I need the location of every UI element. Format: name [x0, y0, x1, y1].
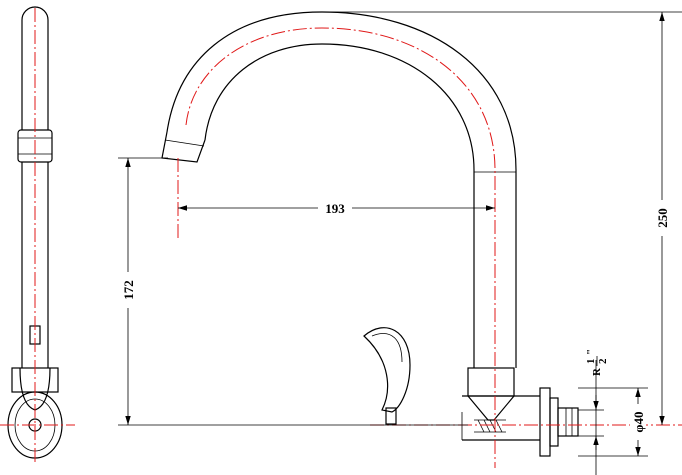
dim-193-label: 193	[325, 201, 345, 216]
wall-flange	[539, 387, 551, 457]
dim-172-label: 172	[121, 280, 136, 300]
spout-inner-edge	[204, 43, 475, 368]
front-view	[161, 11, 682, 468]
side-view	[0, 6, 75, 465]
svg-text:1: 1	[585, 359, 597, 365]
svg-text:2: 2	[597, 358, 609, 364]
dim-phi40-label: φ40	[631, 411, 646, 432]
thread-label: R 1 2 "	[585, 349, 609, 376]
spout-outer-edge	[166, 11, 517, 368]
valve-body	[467, 367, 515, 397]
svg-text:R: R	[591, 367, 603, 376]
svg-text:": "	[585, 349, 597, 355]
thread-hatch	[474, 419, 506, 433]
spout-centerline	[185, 27, 496, 468]
lever-handle	[363, 327, 411, 413]
dim-250-label: 250	[655, 208, 670, 228]
spout-nozzle	[161, 131, 206, 163]
